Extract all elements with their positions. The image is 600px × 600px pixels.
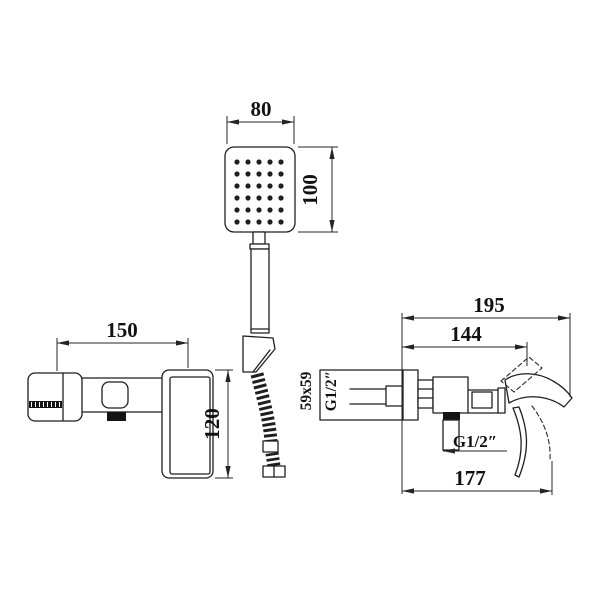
spray-nozzle-dot xyxy=(256,171,262,177)
front-lever-face xyxy=(169,376,211,475)
side-connector-bands xyxy=(417,388,434,399)
spray-nozzle-dot xyxy=(234,219,240,225)
side-inlet-end xyxy=(385,385,404,407)
inlet-thread-label: G1/2″ xyxy=(323,371,340,411)
spray-nozzle-dot xyxy=(245,183,251,189)
side-inlet-thread-lines xyxy=(349,388,387,405)
spray-nozzle-dot xyxy=(278,171,284,177)
front-aerator-grille xyxy=(29,401,62,408)
dim-80-label: 80 xyxy=(251,97,272,121)
dim-177-label: 177 xyxy=(454,466,486,490)
shower-handle xyxy=(250,248,270,334)
dim-150-label: 150 xyxy=(106,318,138,342)
side-spout xyxy=(504,373,573,408)
spray-nozzle-dot xyxy=(256,159,262,165)
spray-nozzle-dot xyxy=(267,171,273,177)
spray-nozzle-dot xyxy=(278,195,284,201)
spray-nozzle-dot xyxy=(267,207,273,213)
side-wall-flange xyxy=(402,369,419,421)
side-body xyxy=(432,376,506,414)
spray-nozzle-dot xyxy=(267,195,273,201)
front-spout-cap xyxy=(27,372,83,422)
hand-shower-group: 80 100 xyxy=(224,97,338,478)
spray-nozzle-dot xyxy=(245,195,251,201)
spray-nozzle-dot xyxy=(256,183,262,189)
mixer-front-view-group: 150 120 xyxy=(27,318,233,479)
hose-end-ribs xyxy=(265,452,281,467)
shower-neck xyxy=(252,231,266,245)
spray-nozzle-dot xyxy=(256,207,262,213)
wall-plate-size-label: 59x59 xyxy=(298,371,315,410)
spray-nozzle-dot xyxy=(278,183,284,189)
dim-120-label: 120 xyxy=(200,408,224,440)
side-cartridge-detail xyxy=(471,391,493,409)
spray-nozzle-dot xyxy=(245,207,251,213)
side-spout-alt-position xyxy=(500,356,543,393)
spray-dots xyxy=(234,159,284,225)
shower-hose xyxy=(250,372,278,442)
spray-nozzle-dot xyxy=(256,195,262,201)
shower-collar xyxy=(249,243,270,250)
outlet-thread-label: G1/2″ xyxy=(453,432,497,451)
side-connector-nut xyxy=(417,379,434,409)
side-body-edges xyxy=(467,389,499,414)
spray-nozzle-dot xyxy=(234,183,240,189)
spray-nozzle-dot xyxy=(234,171,240,177)
spray-nozzle-dot xyxy=(278,159,284,165)
spray-nozzle-dot xyxy=(267,219,273,225)
side-lever xyxy=(512,406,528,478)
spray-nozzle-dot xyxy=(234,159,240,165)
dim-144-label: 144 xyxy=(450,322,482,346)
front-outlet-port xyxy=(107,412,126,421)
hose-ferrule xyxy=(262,440,279,453)
side-lever-alt-position xyxy=(531,405,551,460)
spray-nozzle-dot xyxy=(278,207,284,213)
mixer-side-view-group: 195 144 177 59x59 G1/2″ G1/2″ xyxy=(298,293,573,495)
dim-100-label: 100 xyxy=(298,174,322,206)
front-diverter-button xyxy=(101,381,129,409)
spray-nozzle-dot xyxy=(245,171,251,177)
holder-bracket xyxy=(242,335,276,373)
spray-nozzle-dot xyxy=(267,183,273,189)
side-outlet-seal xyxy=(443,412,460,420)
spray-nozzle-dot xyxy=(245,219,251,225)
spray-nozzle-dot xyxy=(234,195,240,201)
spray-nozzle-dot xyxy=(256,219,262,225)
dim-195-label: 195 xyxy=(473,293,505,317)
spray-nozzle-dot xyxy=(278,219,284,225)
front-lever-handle xyxy=(161,369,214,479)
spray-nozzle-dot xyxy=(267,159,273,165)
spray-nozzle-dot xyxy=(234,207,240,213)
holder-bracket-edge xyxy=(252,349,271,373)
spray-nozzle-dot xyxy=(245,159,251,165)
